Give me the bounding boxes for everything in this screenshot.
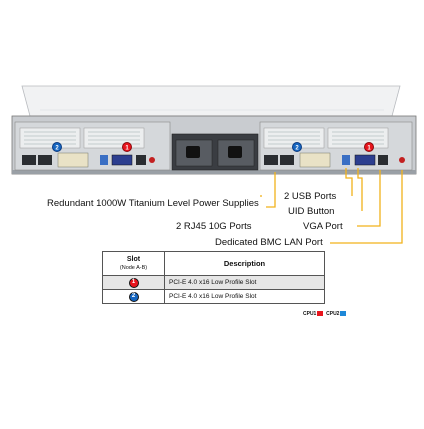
chassis-top-lid [21,85,401,117]
table-row: 1 PCI-E 4.0 x16 Low Profile Slot [102,275,325,290]
slot-table-header: Slot (Node A-B) Description [102,251,325,276]
power-supplies [171,133,259,171]
svg-text:1: 1 [125,146,129,152]
rj45-port-icon [38,155,52,165]
slot-table: Slot (Node A-B) Description 1 PCI-E 4.0 … [102,251,325,304]
usb-port-icon [100,155,108,165]
slot-header-sub: (Node A-B) [119,264,148,271]
rj45-port-icon [264,155,278,165]
description-column-header: Description [164,251,325,276]
vga-port-icon [111,154,133,166]
bmc-lan-port [378,155,388,165]
uid-button [399,157,405,163]
callout-bmc-lan-port: Dedicated BMC LAN Port [215,237,323,248]
cpu2-swatch [340,311,347,317]
pcie-slot-badge-icon [292,142,302,152]
uid-button [149,157,155,163]
slot-description: PCI-E 4.0 x16 Low Profile Slot [164,289,325,304]
pcie-slot-badge-icon [364,142,374,152]
power-supply-icon [186,146,200,158]
callout-power-supplies: Redundant 1000W Titanium Level Power Sup… [47,198,259,209]
svg-text:1: 1 [367,146,371,152]
callout-lines [260,168,403,244]
callout-uid-button: UID Button [288,206,335,217]
svg-text:2: 2 [55,146,59,152]
power-supply-icon [228,146,242,158]
dvi-port [57,152,89,168]
pcie-slot-badge-icon: 2 [128,291,139,302]
callout-rj45-ports: 2 RJ45 10G Ports [176,221,252,232]
callout-usb-ports: 2 USB Ports [284,191,337,202]
pcie-slot-badge-icon [122,142,132,152]
cpu1-legend-label: CPU1 [303,311,317,317]
cpu1-swatch [317,311,324,317]
callout-vga-port: VGA Port [303,221,343,232]
pcie-slot-1-bracket [327,127,389,149]
pcie-slot-badge-icon [52,142,62,152]
dvi-port [299,152,331,168]
slot-header-label: Slot [126,255,141,263]
rj45-port-icon [280,155,294,165]
table-row: 2 PCI-E 4.0 x16 Low Profile Slot [102,289,325,304]
slot-description: PCI-E 4.0 x16 Low Profile Slot [164,275,325,290]
vga-port-icon [354,154,376,166]
pcie-slot-2-bracket [83,127,145,149]
node-a: 2 1 [14,121,171,171]
cpu-legend: CPU1 CPU2 [303,311,347,317]
usb-port-icon [342,155,350,165]
slot-column-header: Slot (Node A-B) [102,251,165,276]
pcie-slot-badge-icon: 1 [128,277,139,288]
node-b: 2 1 [259,121,413,171]
cpu2-legend-label: CPU2 [326,311,340,317]
rj45-port-icon [22,155,36,165]
bmc-lan-port [136,155,146,165]
pcie-slot-1-bracket [19,127,81,149]
svg-text:2: 2 [295,146,299,152]
